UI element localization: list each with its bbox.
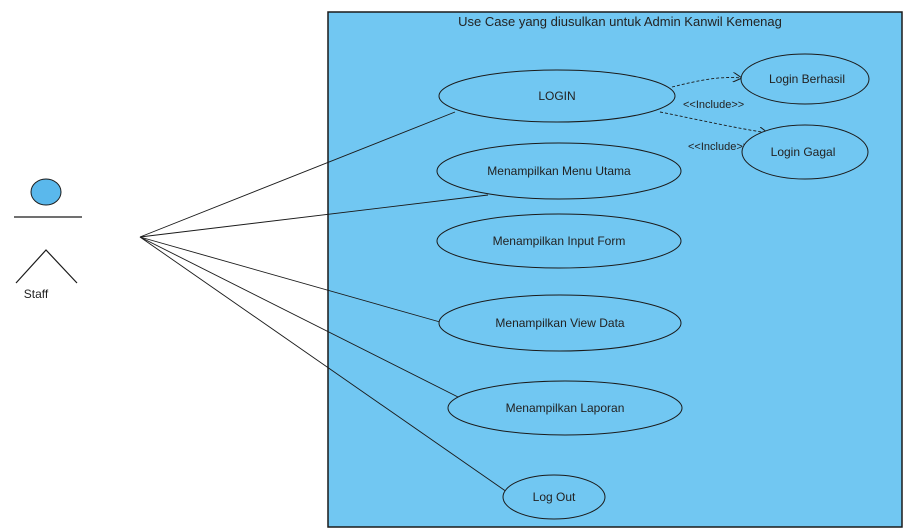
use-case-oval — [438, 69, 676, 123]
association-logout — [139, 236, 508, 493]
use-case-label: Login Gagal — [771, 145, 836, 159]
use-case-input-form[interactable]: Menampilkan Input Form — [436, 213, 682, 269]
use-case-laporan[interactable]: Menampilkan Laporan — [447, 380, 683, 436]
use-case-menu-utama[interactable]: Menampilkan Menu Utama — [436, 142, 682, 200]
use-case-label: LOGIN — [538, 89, 575, 103]
include-label-login-gagal: <<Include>> — [688, 141, 749, 153]
system-title: Use Case yang diusulkan untuk Admin Kanw… — [458, 14, 782, 29]
use-case-label: Login Berhasil — [769, 72, 845, 86]
association-menu-utama — [139, 194, 489, 238]
include-relations: <<Include>> <<Include>> — [659, 77, 768, 153]
use-case-label: Menampilkan Input Form — [493, 234, 626, 248]
use-case-oval — [741, 124, 869, 180]
use-case-label: Log Out — [533, 490, 576, 504]
use-case-oval — [436, 142, 682, 200]
use-case-login[interactable]: LOGIN — [438, 69, 676, 123]
use-case-label: Menampilkan Laporan — [506, 401, 625, 415]
association-login — [139, 111, 456, 238]
use-case-oval — [447, 380, 683, 436]
include-arrow-login-gagal — [659, 111, 768, 133]
use-case-logout[interactable]: Log Out — [502, 474, 606, 520]
use-case-view-data[interactable]: Menampilkan View Data — [438, 294, 682, 352]
use-case-label: Menampilkan View Data — [495, 316, 625, 330]
actor-staff[interactable]: Staff — [14, 178, 82, 301]
actor-label: Staff — [24, 287, 49, 301]
use-case-login-berhasil[interactable]: Login Berhasil — [740, 53, 870, 105]
use-case-oval — [438, 294, 682, 352]
association-view-data — [139, 236, 441, 323]
actor-legs — [15, 249, 78, 284]
use-case-login-gagal[interactable]: Login Gagal — [741, 124, 869, 180]
include-label-login-berhasil: <<Include>> — [683, 99, 744, 111]
include-arrow-login-berhasil — [671, 77, 742, 88]
use-case-oval — [740, 53, 870, 105]
use-case-label: Menampilkan Menu Utama — [487, 164, 631, 178]
use-case-oval — [436, 213, 682, 269]
actor-head — [30, 178, 62, 206]
use-case-oval — [502, 474, 606, 520]
association-lines — [139, 111, 508, 493]
association-laporan — [139, 236, 461, 399]
